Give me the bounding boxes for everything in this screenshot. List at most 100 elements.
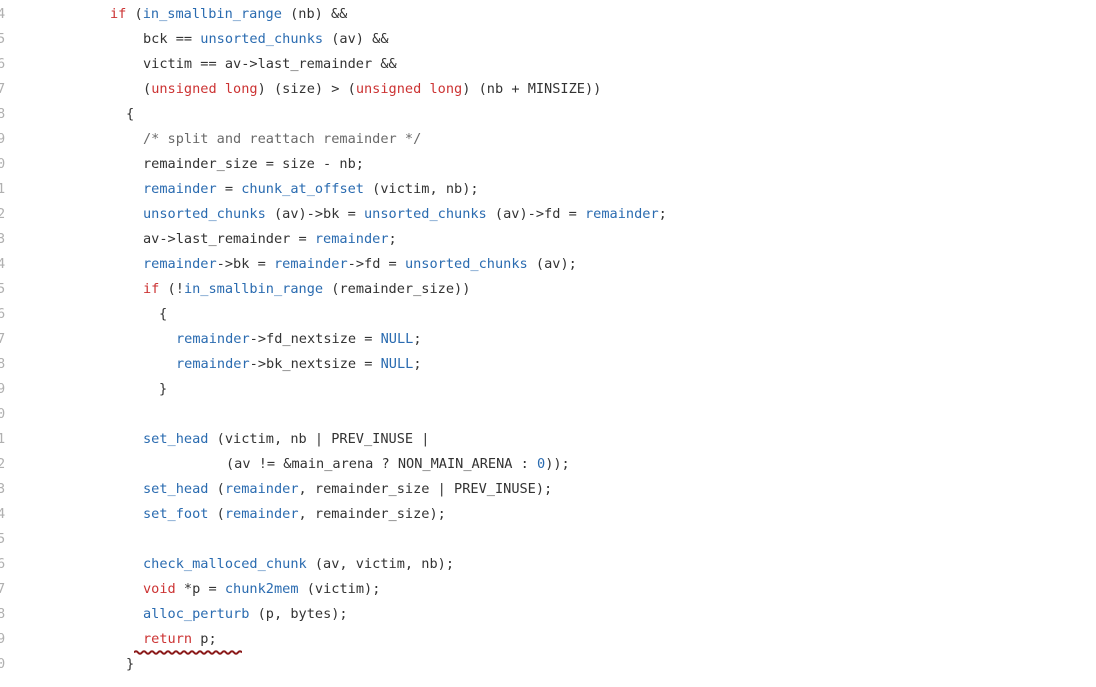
code-identifier: set_foot [143,506,209,522]
line-number: 6 [0,56,6,72]
line-number: 4 [0,506,6,522]
code-text: , remainder_size); [298,506,446,522]
code-identifier: chunk2mem [224,581,299,597]
code-line: /* split and reattach remainder */ [0,127,1096,152]
code-text: (victim); [298,581,381,597]
code-text: ( [126,6,143,22]
line-number: 0 [0,156,6,172]
code-line: } [0,652,1096,677]
code-identifier: in_smallbin_range [183,281,324,297]
code-text: *p = [175,581,225,597]
code-keyword: unsigned long [355,81,463,97]
code-text: p; [192,631,217,647]
code-identifier: chunk_at_offset [241,181,364,197]
code-line: set_head (victim, nb | PREV_INUSE | [0,427,1096,452]
line-number: 7 [0,581,6,597]
code-line [0,527,1096,552]
code-identifier: alloc_perturb [143,606,250,622]
code-identifier: NULL [380,356,414,372]
code-identifier: set_head [143,431,209,447]
code-text: (av) && [323,31,389,47]
code-keyword: if [143,281,160,297]
code-line: av->last_remainder = remainder; [0,227,1096,252]
line-number: 0 [0,656,6,672]
code-text: (av)->fd = [486,206,585,222]
code-text: )); [545,456,570,472]
line-number: 7 [0,81,6,97]
code-text: } [126,656,135,672]
line-number: 5 [0,31,6,47]
code-text: victim == av->last_remainder && [143,56,397,72]
code-line: set_foot (remainder, remainder_size); [0,502,1096,527]
code-text: (av != &main_arena ? NON_MAIN_ARENA : [226,456,537,472]
code-identifier: remainder [224,481,299,497]
code-line: remainder = chunk_at_offset (victim, nb)… [0,177,1096,202]
code-line: { [0,302,1096,327]
code-line: { [0,102,1096,127]
line-number: 4 [0,256,6,272]
code-text: (av)->bk = [265,206,364,222]
code-identifier: remainder [176,331,250,347]
code-text: ( [143,81,152,97]
code-line: set_head (remainder, remainder_size | PR… [0,477,1096,502]
code-line: unsorted_chunks (av)->bk = unsorted_chun… [0,202,1096,227]
code-identifier: remainder [176,356,250,372]
code-line: check_malloced_chunk (av, victim, nb); [0,552,1096,577]
code-text: ; [388,231,397,247]
code-line: remainder->bk = remainder->fd = unsorted… [0,252,1096,277]
code-identifier: remainder [143,256,217,272]
code-text: = [216,181,242,197]
code-text: bck == [143,31,201,47]
code-text: av->last_remainder = [143,231,315,247]
return-underline [134,650,242,655]
code-line: return p; [0,627,1096,652]
line-number: 9 [0,631,6,647]
code-number: 0 [537,456,546,472]
code-text: (victim, nb | PREV_INUSE | [208,431,430,447]
code-line: (av != &main_arena ? NON_MAIN_ARENA : 0)… [0,452,1096,477]
code-keyword: if [110,6,127,22]
code-line: if (in_smallbin_range (nb) && [0,2,1096,27]
code-text: ->bk = [216,256,274,272]
code-line: bck == unsorted_chunks (av) && [0,27,1096,52]
code-identifier: unsorted_chunks [200,31,324,47]
code-line: (unsigned long) (size) > (unsigned long)… [0,77,1096,102]
line-number: 3 [0,231,6,247]
code-identifier: unsorted_chunks [143,206,266,222]
code-keyword: void [143,581,176,597]
code-identifier: remainder [584,206,659,222]
line-number: 8 [0,106,6,122]
code-text: (p, bytes); [249,606,348,622]
code-text: ->fd = [347,256,405,272]
code-text: (av); [527,256,577,272]
code-text: { [159,306,168,322]
code-text: ->fd_nextsize = [249,331,381,347]
code-identifier: check_malloced_chunk [143,556,307,572]
line-number: 2 [0,206,6,222]
line-number: 5 [0,281,6,297]
line-number: 5 [0,531,6,547]
code-line: remainder_size = size - nb; [0,152,1096,177]
code-identifier: in_smallbin_range [142,6,282,22]
code-text: (nb) && [281,6,348,22]
code-identifier: remainder [224,506,299,522]
code-text: } [159,381,168,397]
code-line: } [0,377,1096,402]
code-line: remainder->bk_nextsize = NULL; [0,352,1096,377]
code-identifier: remainder [314,231,389,247]
code-text: ) (nb + MINSIZE)) [462,81,602,97]
code-text: ; [413,356,422,372]
code-line: void *p = chunk2mem (victim); [0,577,1096,602]
code-text: (av, victim, nb); [306,556,455,572]
code-keyword: unsigned long [151,81,258,97]
code-text: ) (size) > ( [257,81,356,97]
code-identifier: unsorted_chunks [404,256,528,272]
line-number: 1 [0,181,6,197]
code-text: (victim, nb); [364,181,479,197]
code-keyword: return [143,631,193,647]
line-number: 6 [0,306,6,322]
code-text: ( [208,481,225,497]
line-number: 9 [0,131,6,147]
line-number: 1 [0,431,6,447]
